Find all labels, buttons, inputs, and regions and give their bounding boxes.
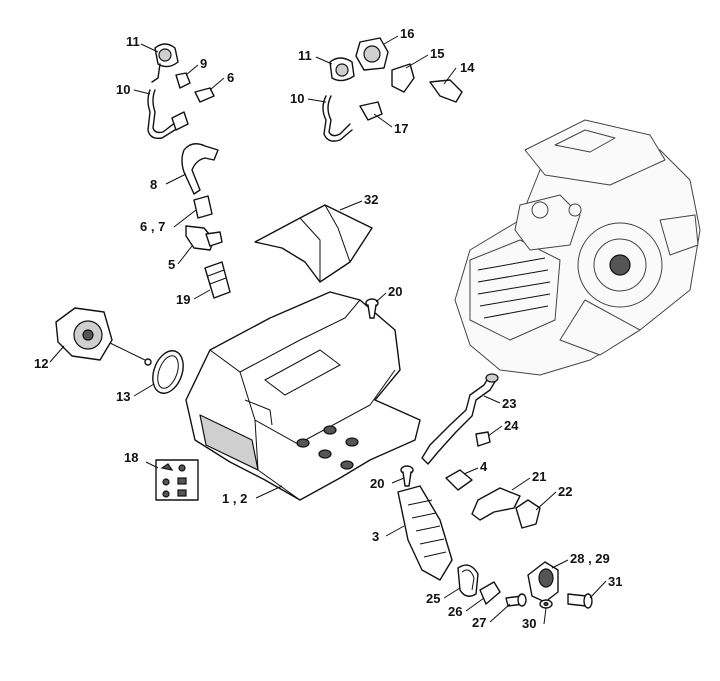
pipe-23	[421, 373, 499, 465]
buffer-28-29	[527, 561, 559, 603]
label-6-top: 6	[227, 70, 234, 85]
screw-20-bottom	[400, 465, 414, 487]
block-22	[515, 499, 541, 529]
sticker-18	[155, 459, 199, 501]
spring-25	[457, 564, 479, 597]
label-4: 4	[480, 459, 488, 474]
screw-31	[567, 593, 593, 609]
main-housing	[185, 291, 421, 501]
label-25: 25	[426, 591, 440, 606]
label-19: 19	[176, 292, 190, 307]
label-32: 32	[364, 192, 378, 207]
label-21: 21	[532, 469, 546, 484]
label-31: 31	[608, 574, 622, 589]
label-18: 18	[124, 450, 138, 465]
label-28-29: 28 , 29	[570, 551, 610, 566]
screw-20-top	[365, 298, 379, 319]
label-24: 24	[504, 418, 519, 433]
label-26: 26	[448, 604, 462, 619]
group-fuel-line	[181, 143, 231, 299]
label-1-2: 1 , 2	[222, 491, 247, 506]
fitting-24	[475, 431, 491, 447]
label-16: 16	[400, 26, 414, 41]
callout-labels: 11 9 6 10 11 16 15 14 10 17 8 6 , 7 32 5…	[34, 26, 622, 631]
label-10-top-middle: 10	[290, 91, 304, 106]
label-17: 17	[394, 121, 408, 136]
label-23: 23	[502, 396, 516, 411]
label-11-top-left: 11	[126, 34, 140, 49]
label-6-7: 6 , 7	[140, 219, 165, 234]
engine-assembly	[454, 119, 701, 376]
label-3: 3	[372, 529, 379, 544]
group-top-left	[147, 43, 215, 140]
clip-26	[479, 581, 501, 605]
label-15: 15	[430, 46, 444, 61]
cover-plate-3	[397, 485, 453, 581]
label-22: 22	[558, 484, 572, 499]
label-8: 8	[150, 177, 157, 192]
label-12: 12	[34, 356, 48, 371]
bracket-21	[471, 487, 521, 521]
pad-4	[445, 469, 473, 491]
gasket-13	[152, 350, 184, 394]
washer-30	[539, 599, 553, 609]
label-20-bottom: 20	[370, 476, 384, 491]
leader-lines	[49, 35, 607, 625]
label-20-top: 20	[388, 284, 402, 299]
label-27: 27	[472, 615, 486, 630]
shroud-32	[254, 204, 373, 283]
label-13: 13	[116, 389, 130, 404]
label-11-top-middle: 11	[298, 48, 312, 63]
label-5: 5	[168, 257, 175, 272]
screw-27	[505, 593, 527, 607]
carburetor-12	[55, 307, 152, 366]
label-14: 14	[460, 60, 475, 75]
label-9: 9	[200, 56, 207, 71]
label-30: 30	[522, 616, 536, 631]
label-10-top-left: 10	[116, 82, 130, 97]
